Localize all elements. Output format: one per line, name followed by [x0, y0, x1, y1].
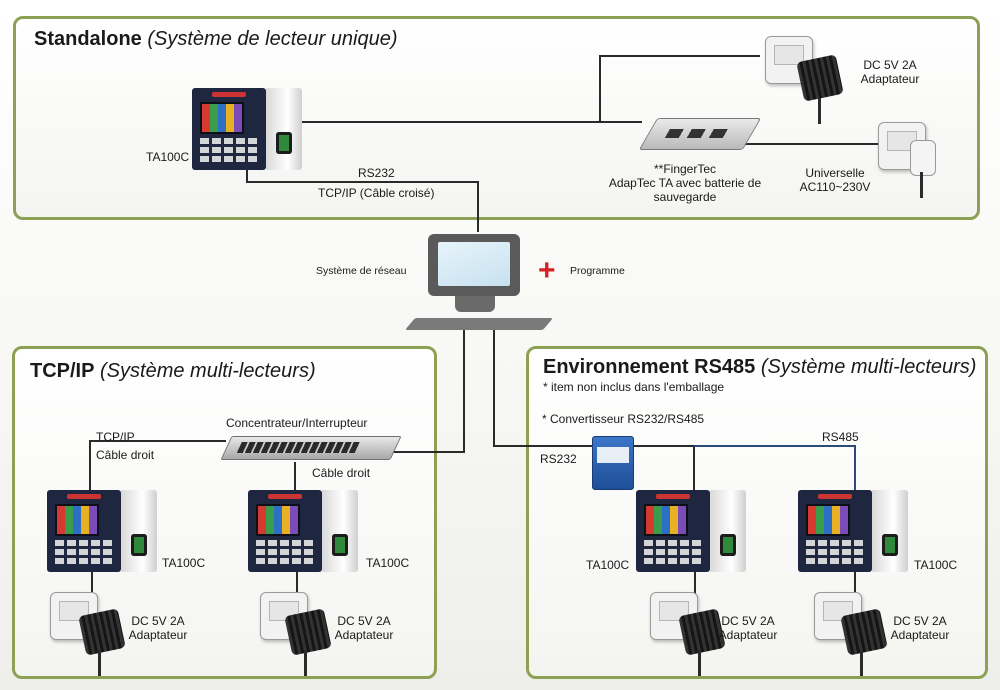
power-cord-icon — [920, 172, 923, 198]
keyboard-icon — [404, 318, 554, 330]
standalone-title: Standalone (Système de lecteur unique) — [34, 28, 398, 51]
standalone-rs232-label: RS232 — [358, 166, 395, 180]
tcpip-adapter-right-line2: Adaptateur — [334, 628, 394, 642]
rs485-adapter-left-line2: Adaptateur — [718, 628, 778, 642]
network-system-label: Système de réseau — [316, 265, 407, 277]
universal-plug-icon — [910, 140, 936, 176]
wire-terminal-pc — [246, 168, 479, 232]
rs485-adapter-right-label: DC 5V 2A Adaptateur — [880, 614, 960, 642]
standalone-terminal-label: TA100C — [146, 150, 190, 164]
tcpip-title: TCP/IP (Système multi-lecteurs) — [30, 360, 316, 383]
tcpip-adapter-right-label: DC 5V 2A Adaptateur — [324, 614, 404, 642]
rs485-terminal-right-label: TA100C — [914, 558, 958, 572]
adaptec-label-line3: sauvegarde — [653, 190, 717, 204]
adaptec-ta-device — [638, 118, 762, 150]
tcpip-adapter-left-line1: DC 5V 2A — [131, 614, 185, 628]
tcpip-right-link-label: Câble droit — [312, 466, 371, 480]
program-label: Programme — [570, 265, 625, 277]
wire-adaptec-adapter — [599, 55, 760, 122]
monitor-base — [455, 296, 495, 312]
tcpip-title-italic: (Système multi-lecteurs) — [100, 360, 316, 382]
rs232-rs485-converter — [592, 436, 634, 490]
standalone-adapter-label: DC 5V 2A Adaptateur — [850, 58, 930, 86]
rs485-terminal-left-label: TA100C — [586, 558, 630, 572]
standalone-tcpip-label: TCP/IP (Câble croisé) — [318, 186, 435, 200]
standalone-adapter-line2: Adaptateur — [860, 72, 920, 86]
tcpip-terminal-left-label: TA100C — [162, 556, 206, 570]
adaptec-label-line2: AdapTec TA avec batterie de — [608, 176, 762, 190]
wire-pc-converter — [493, 330, 594, 447]
rs485-panel — [526, 346, 988, 679]
wire-converter-terminal — [632, 445, 695, 496]
power-cord-icon — [304, 650, 307, 676]
rs485-note: * item non inclus dans l'emballage — [543, 380, 725, 394]
tcpip-terminal-left — [47, 490, 157, 572]
universal-line1: Universelle — [805, 166, 865, 180]
tcpip-left-link-label: TCP/IP Câble droit — [96, 430, 154, 462]
tcpip-terminal-right — [248, 490, 358, 572]
universal-label: Universelle AC110~230V — [790, 166, 880, 194]
tcpip-title-bold: TCP/IP — [30, 360, 95, 382]
tcpip-adapter-right-line1: DC 5V 2A — [337, 614, 391, 628]
power-cord-icon — [818, 98, 821, 124]
standalone-title-bold: Standalone — [34, 28, 142, 50]
universal-line2: AC110~230V — [799, 180, 871, 194]
wire-pc-hub — [392, 330, 465, 453]
rs485-title-italic: (Système multi-lecteurs) — [760, 356, 977, 378]
standalone-terminal — [192, 88, 302, 170]
wire-rs485-bus — [694, 445, 856, 496]
tcpip-left-link-line2: Câble droit — [96, 448, 155, 462]
rs485-adapter-right-line1: DC 5V 2A — [893, 614, 947, 628]
network-hub-switch — [220, 436, 402, 460]
rs485-adapter-right-line2: Adaptateur — [890, 628, 950, 642]
rs485-adapter-left-line1: DC 5V 2A — [721, 614, 775, 628]
rs485-adapter-left-label: DC 5V 2A Adaptateur — [708, 614, 788, 642]
power-cord-icon — [860, 650, 863, 676]
rs485-title: Environnement RS485 (Système multi-lecte… — [543, 356, 976, 379]
converter-label: * Convertisseur RS232/RS485 — [542, 412, 705, 426]
rs485-title-bold: Environnement RS485 — [543, 356, 756, 378]
tcpip-adapter-left-label: DC 5V 2A Adaptateur — [118, 614, 198, 642]
rs485-terminal-right — [798, 490, 908, 572]
standalone-title-italic: (Système de lecteur unique) — [147, 28, 398, 50]
tcpip-left-link-line1: TCP/IP — [96, 430, 135, 444]
adaptec-label-line1: **FingerTec — [653, 162, 717, 176]
hub-label: Concentrateur/Interrupteur — [226, 416, 368, 430]
power-cord-icon — [98, 650, 101, 676]
rs485-terminal-left — [636, 490, 746, 572]
rs485-rs232-label: RS232 — [540, 452, 577, 466]
power-adapter-icon — [796, 54, 844, 102]
tcpip-adapter-left-line2: Adaptateur — [128, 628, 188, 642]
rs485-bus-label: RS485 — [822, 430, 859, 444]
power-cord-icon — [698, 650, 701, 676]
wire-hub-left-terminal — [89, 440, 226, 496]
adaptec-label: **FingerTec AdapTec TA avec batterie de … — [592, 162, 778, 204]
tcpip-terminal-right-label: TA100C — [366, 556, 410, 570]
standalone-adapter-line1: DC 5V 2A — [863, 58, 917, 72]
computer-monitor-icon — [428, 234, 520, 296]
plus-icon: + — [538, 254, 556, 287]
